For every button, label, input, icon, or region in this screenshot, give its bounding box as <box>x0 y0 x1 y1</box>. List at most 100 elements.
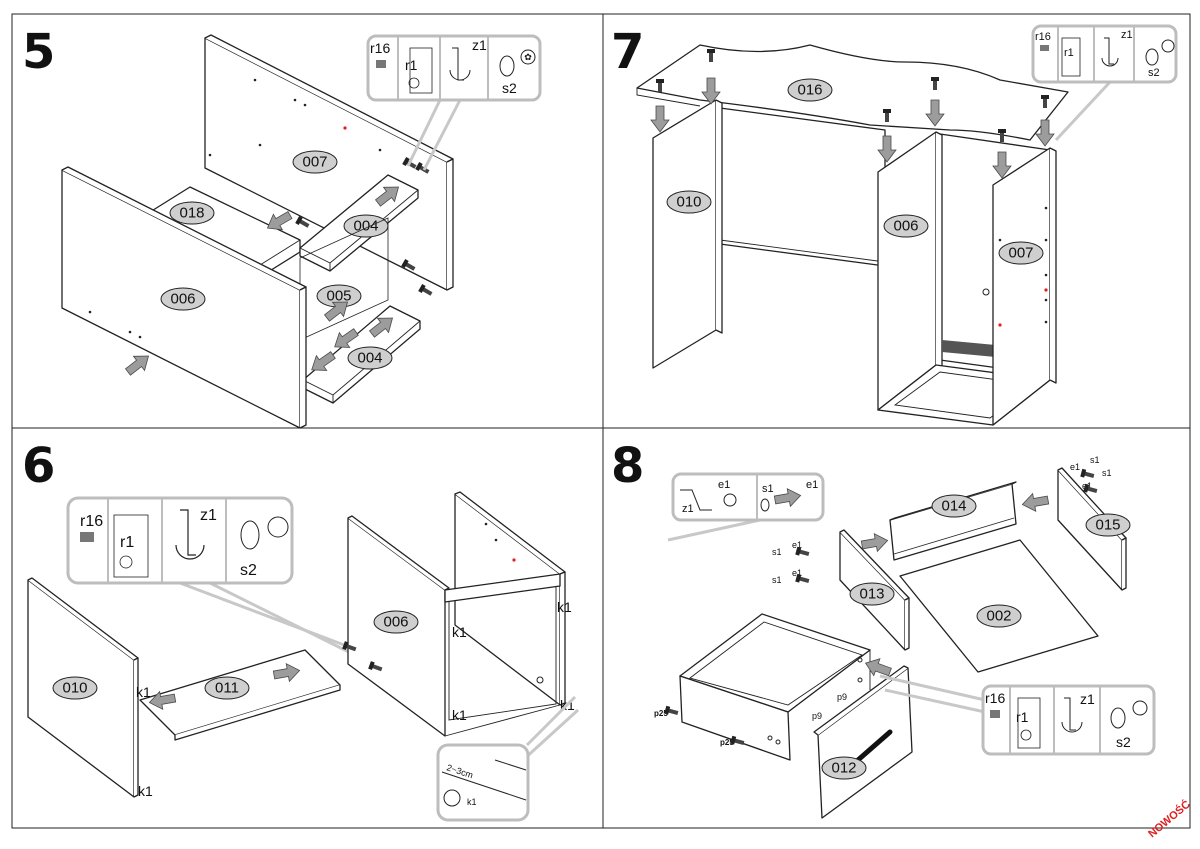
svg-text:p25: p25 <box>720 738 734 747</box>
svg-text:k1: k1 <box>452 707 467 723</box>
svg-text:e1: e1 <box>1070 462 1080 472</box>
svg-text:s2: s2 <box>1148 67 1160 79</box>
svg-text:z1: z1 <box>1121 29 1133 41</box>
panel-grid <box>11 13 1191 829</box>
svg-text:007: 007 <box>302 154 327 171</box>
svg-text:k1: k1 <box>138 783 153 799</box>
svg-text:018: 018 <box>179 205 204 222</box>
panel-010 <box>652 99 723 369</box>
svg-text:e1: e1 <box>718 479 730 491</box>
svg-text:004: 004 <box>353 218 378 235</box>
svg-text:e1: e1 <box>792 568 802 578</box>
label-016: 016 <box>787 78 833 102</box>
svg-text:✿: ✿ <box>524 52 532 62</box>
panel-006 <box>454 491 566 706</box>
label-010: 010 <box>52 676 98 700</box>
svg-text:k1: k1 <box>452 624 467 640</box>
step-number: 8 <box>611 438 644 494</box>
svg-text:015: 015 <box>1095 517 1120 534</box>
step-7-panel: 7 016 010 006 <box>611 24 1178 426</box>
svg-text:004: 004 <box>357 350 382 367</box>
svg-text:013: 013 <box>859 586 884 603</box>
svg-text:e1: e1 <box>806 479 818 491</box>
svg-text:z1: z1 <box>200 507 217 524</box>
arrow-icon <box>1020 490 1050 514</box>
panel-012 <box>813 665 913 819</box>
arrow-icon <box>122 348 155 380</box>
label-013: 013 <box>849 582 895 606</box>
svg-text:r16: r16 <box>80 513 103 530</box>
svg-text:s2: s2 <box>502 80 517 96</box>
label-002: 002 <box>976 604 1022 628</box>
svg-text:011: 011 <box>215 680 239 697</box>
detail-box-fittings: r16 r1 z1 s2 <box>879 674 1156 756</box>
panel-006 <box>877 131 943 411</box>
label-015: 015 <box>1085 513 1131 537</box>
k1-callout: 2~3cm k1 <box>436 695 580 822</box>
svg-text:k1: k1 <box>557 599 572 615</box>
svg-text:002: 002 <box>986 608 1011 625</box>
svg-text:r16: r16 <box>370 40 390 56</box>
svg-text:k1: k1 <box>136 684 151 700</box>
svg-text:e1: e1 <box>792 540 802 550</box>
svg-text:010: 010 <box>62 680 87 697</box>
svg-text:s1: s1 <box>762 483 774 495</box>
label-005: 005 <box>316 284 362 308</box>
svg-text:007: 007 <box>1008 245 1033 262</box>
step-number: 6 <box>22 438 55 494</box>
step-number: 5 <box>22 24 55 80</box>
svg-text:r1: r1 <box>1064 47 1074 59</box>
svg-text:005: 005 <box>326 288 351 305</box>
step-6-panel: 6 r16 r1 z1 s2 010 <box>22 438 580 822</box>
label-010: 010 <box>666 190 712 214</box>
step-5-panel: 5 007 018 <box>22 24 542 429</box>
label-018: 018 <box>169 201 215 225</box>
svg-text:r1: r1 <box>405 57 418 73</box>
label-006: 006 <box>160 287 206 311</box>
svg-text:016: 016 <box>797 82 822 99</box>
panel-007 <box>982 147 1057 426</box>
label-006: 006 <box>373 610 419 634</box>
svg-text:s2: s2 <box>1116 734 1131 750</box>
detail-box-fittings: r16 r1 z1 s2 <box>66 496 376 667</box>
svg-text:p9: p9 <box>812 711 822 721</box>
svg-text:r16: r16 <box>985 690 1005 706</box>
label-007: 007 <box>292 150 338 174</box>
svg-text:010: 010 <box>676 194 701 211</box>
svg-text:006: 006 <box>383 614 408 631</box>
arrow-icon <box>860 531 890 555</box>
detail-box-fittings: r16 r1 z1 s2 ✿ <box>366 34 542 171</box>
svg-text:z1: z1 <box>682 503 694 515</box>
panel-016 <box>636 44 1069 141</box>
drawer-box <box>679 613 871 761</box>
svg-text:006: 006 <box>170 291 195 308</box>
svg-text:012: 012 <box>831 760 856 777</box>
label-007: 007 <box>998 241 1044 265</box>
new-product-stamp: NOWOŚĆ <box>1146 798 1193 841</box>
step-number: 7 <box>611 24 644 80</box>
svg-text:s2: s2 <box>240 562 257 579</box>
svg-text:k1: k1 <box>467 797 477 807</box>
svg-text:s1: s1 <box>772 575 782 585</box>
svg-text:p25: p25 <box>654 709 668 718</box>
svg-text:r16: r16 <box>1035 31 1051 43</box>
label-014: 014 <box>931 494 977 518</box>
svg-text:r1: r1 <box>1016 709 1029 725</box>
label-012: 012 <box>821 756 867 780</box>
svg-text:p9: p9 <box>837 692 847 702</box>
svg-text:r1: r1 <box>120 534 134 551</box>
detail-box-fittings: r16 r1 z1 s2 <box>1031 24 1178 142</box>
svg-text:z1: z1 <box>1080 691 1095 707</box>
label-006: 006 <box>883 214 929 238</box>
detail-box-eccentric: z1 e1 s1 e1 <box>667 472 825 542</box>
arrow-icon <box>650 105 670 133</box>
svg-text:s1: s1 <box>772 547 782 557</box>
svg-text:s1: s1 <box>1102 468 1112 478</box>
label-004-top: 004 <box>343 214 389 238</box>
label-011: 011 <box>204 676 250 700</box>
svg-text:z1: z1 <box>472 37 487 53</box>
svg-text:014: 014 <box>941 498 966 515</box>
label-004-bottom: 004 <box>347 346 393 370</box>
step-8-panel: 8 z1 e1 s1 e1 014 <box>611 438 1156 819</box>
